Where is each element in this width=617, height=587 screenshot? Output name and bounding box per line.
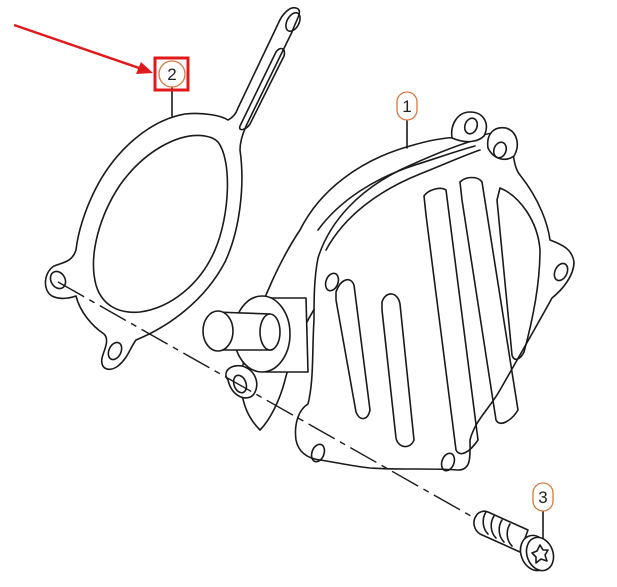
torx-star-icon xyxy=(531,544,549,564)
callout-ring xyxy=(396,91,418,121)
arrow-head-icon xyxy=(136,62,153,74)
highlight-arrow xyxy=(13,23,153,74)
inlet-nozzle xyxy=(202,295,309,399)
torx-screw-part xyxy=(473,510,555,572)
callout-label: 1 xyxy=(402,97,411,116)
gasket-part xyxy=(44,6,301,371)
callout-ring xyxy=(532,482,554,512)
callout-2[interactable]: 2 xyxy=(153,56,190,92)
callout-label: 2 xyxy=(167,65,176,84)
callout-1[interactable]: 1 xyxy=(396,91,418,121)
callout-ring xyxy=(158,60,186,88)
alignment-line xyxy=(57,281,479,521)
callout-label: 3 xyxy=(538,488,547,507)
callout-3[interactable]: 3 xyxy=(532,482,554,512)
highlight-box xyxy=(153,56,190,92)
vacuum-pump-part xyxy=(240,111,575,472)
